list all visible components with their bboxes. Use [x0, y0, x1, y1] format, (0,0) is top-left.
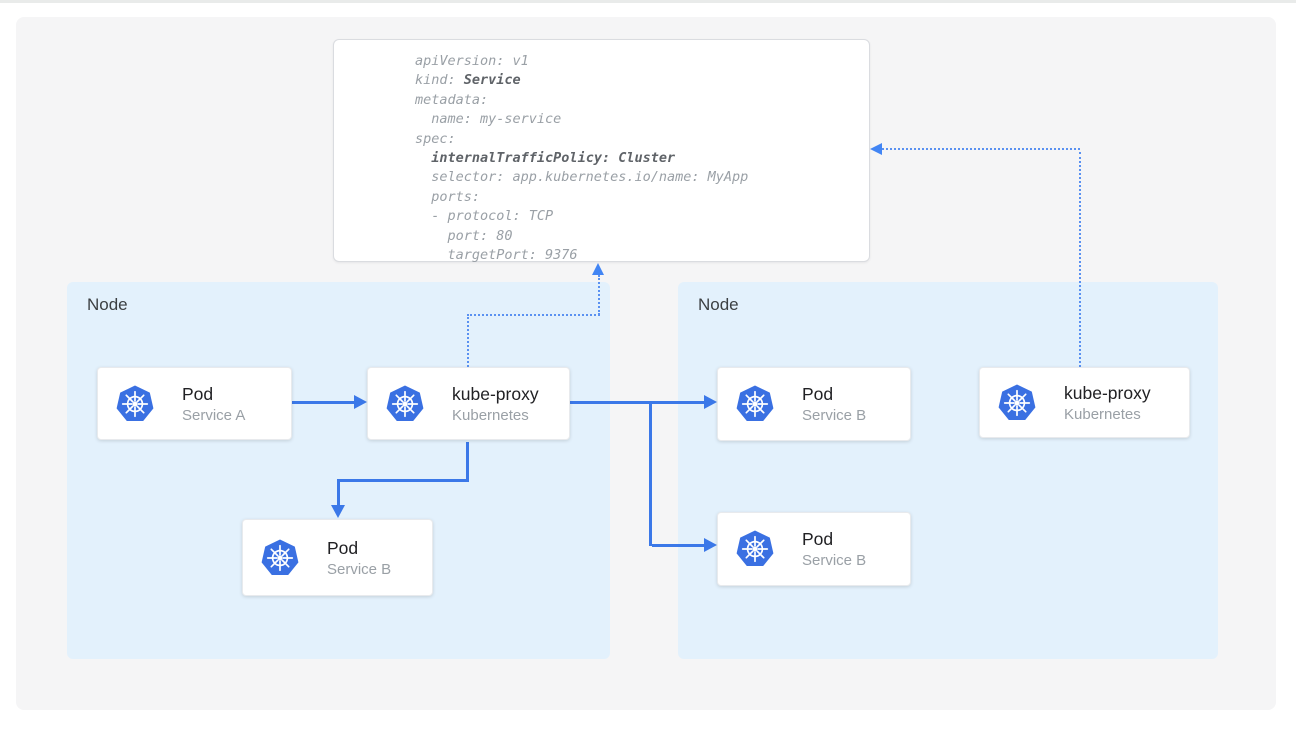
card-title: kube-proxy [452, 383, 539, 404]
card-title: Pod [802, 529, 834, 549]
card-title: Pod [327, 537, 359, 558]
kubernetes-icon [997, 383, 1037, 423]
card-subtitle: Service B [802, 407, 867, 424]
card-pod-service-b-left: Pod Service B [242, 519, 433, 596]
yaml-line: internalTrafficPolicy: Cluster [431, 150, 676, 167]
node-label: Node [87, 295, 128, 314]
arrowhead-left-icon [870, 143, 882, 155]
kubernetes-icon [735, 529, 775, 569]
node-right: Node [678, 282, 1218, 659]
yaml-line: kind: Service [415, 72, 521, 89]
yaml-line: ports: [415, 188, 481, 205]
dotted-arrow-kube-proxy-left-to-service-h [467, 314, 600, 316]
yaml-manifest-panel: apiVersion: v1 kind: Service metadata: nam… [333, 39, 870, 265]
dotted-arrow-kube-proxy-left-to-service-v1 [467, 317, 469, 367]
kubernetes-icon [115, 384, 155, 424]
dotted-arrow-kube-proxy-right-to-service-h [882, 148, 1080, 150]
dotted-arrow-kube-proxy-left-to-service-v2 [598, 275, 600, 315]
dotted-arrow-kube-proxy-right-to-service-v [1079, 152, 1081, 367]
card-pod-service-a: Pod Service A [97, 367, 292, 440]
kubernetes-icon [385, 384, 425, 424]
yaml-line: port: 80 [415, 227, 513, 244]
arrowhead-right-icon [704, 395, 717, 409]
card-subtitle: Kubernetes [1064, 405, 1141, 423]
card-subtitle: Kubernetes [452, 406, 529, 424]
arrowhead-right-icon [354, 395, 367, 409]
node-label: Node [698, 295, 739, 314]
arrow-kube-proxy-down [466, 442, 469, 481]
arrow-kube-proxy-to-pod-b1-right [570, 401, 705, 404]
card-kube-proxy-right: kube-proxy Kubernetes [979, 367, 1190, 438]
arrowhead-up-icon [592, 263, 604, 275]
card-subtitle: Service A [182, 406, 246, 424]
arrow-branch-to-pod-b2-right [652, 544, 705, 547]
node-left: Node [67, 282, 610, 659]
arrow-pod-a-to-kube-proxy [292, 401, 355, 404]
arrow-kube-proxy-to-pod-b-left [337, 479, 469, 482]
page-top-divider [0, 0, 1296, 3]
yaml-line: metadata: [415, 91, 489, 108]
card-title: Pod [802, 384, 834, 404]
card-title: kube-proxy [1064, 382, 1151, 403]
yaml-line: name: my-service [415, 111, 562, 128]
card-pod-service-b-right-2: Pod Service B [717, 512, 911, 586]
yaml-line: targetPort: 9376 [415, 247, 578, 264]
card-pod-service-b-right-1: Pod Service B [717, 367, 911, 441]
arrow-kube-proxy-to-pod-b-left-drop [337, 479, 340, 506]
arrowhead-right-icon [704, 538, 717, 552]
card-subtitle: Service B [327, 560, 392, 578]
yaml-line: apiVersion: v1 [415, 53, 529, 69]
yaml-line: selector: app.kubernetes.io/name: MyApp [415, 169, 749, 186]
yaml-code: apiVersion: v1 kind: Service metadata: nam… [415, 52, 748, 265]
arrowhead-down-icon [331, 505, 345, 518]
yaml-line: - protocol: TCP [415, 208, 554, 225]
card-kube-proxy-left: kube-proxy Kubernetes [367, 367, 570, 440]
yaml-line: spec: [415, 130, 456, 147]
arrow-branch-down [649, 401, 652, 546]
kubernetes-icon [260, 538, 300, 578]
kubernetes-icon [735, 384, 775, 424]
card-subtitle: Service B [802, 552, 867, 569]
card-title: Pod [182, 383, 214, 404]
